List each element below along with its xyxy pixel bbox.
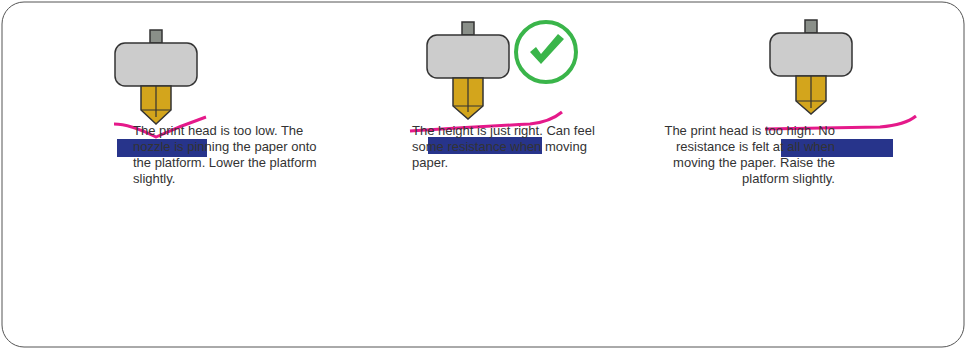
check-mark bbox=[516, 22, 576, 82]
caption: The height is just right. Can feel some … bbox=[412, 123, 602, 171]
caption: The print head is too high. No resistanc… bbox=[640, 123, 835, 187]
caption: The print head is too low. The nozzle is… bbox=[133, 123, 323, 187]
